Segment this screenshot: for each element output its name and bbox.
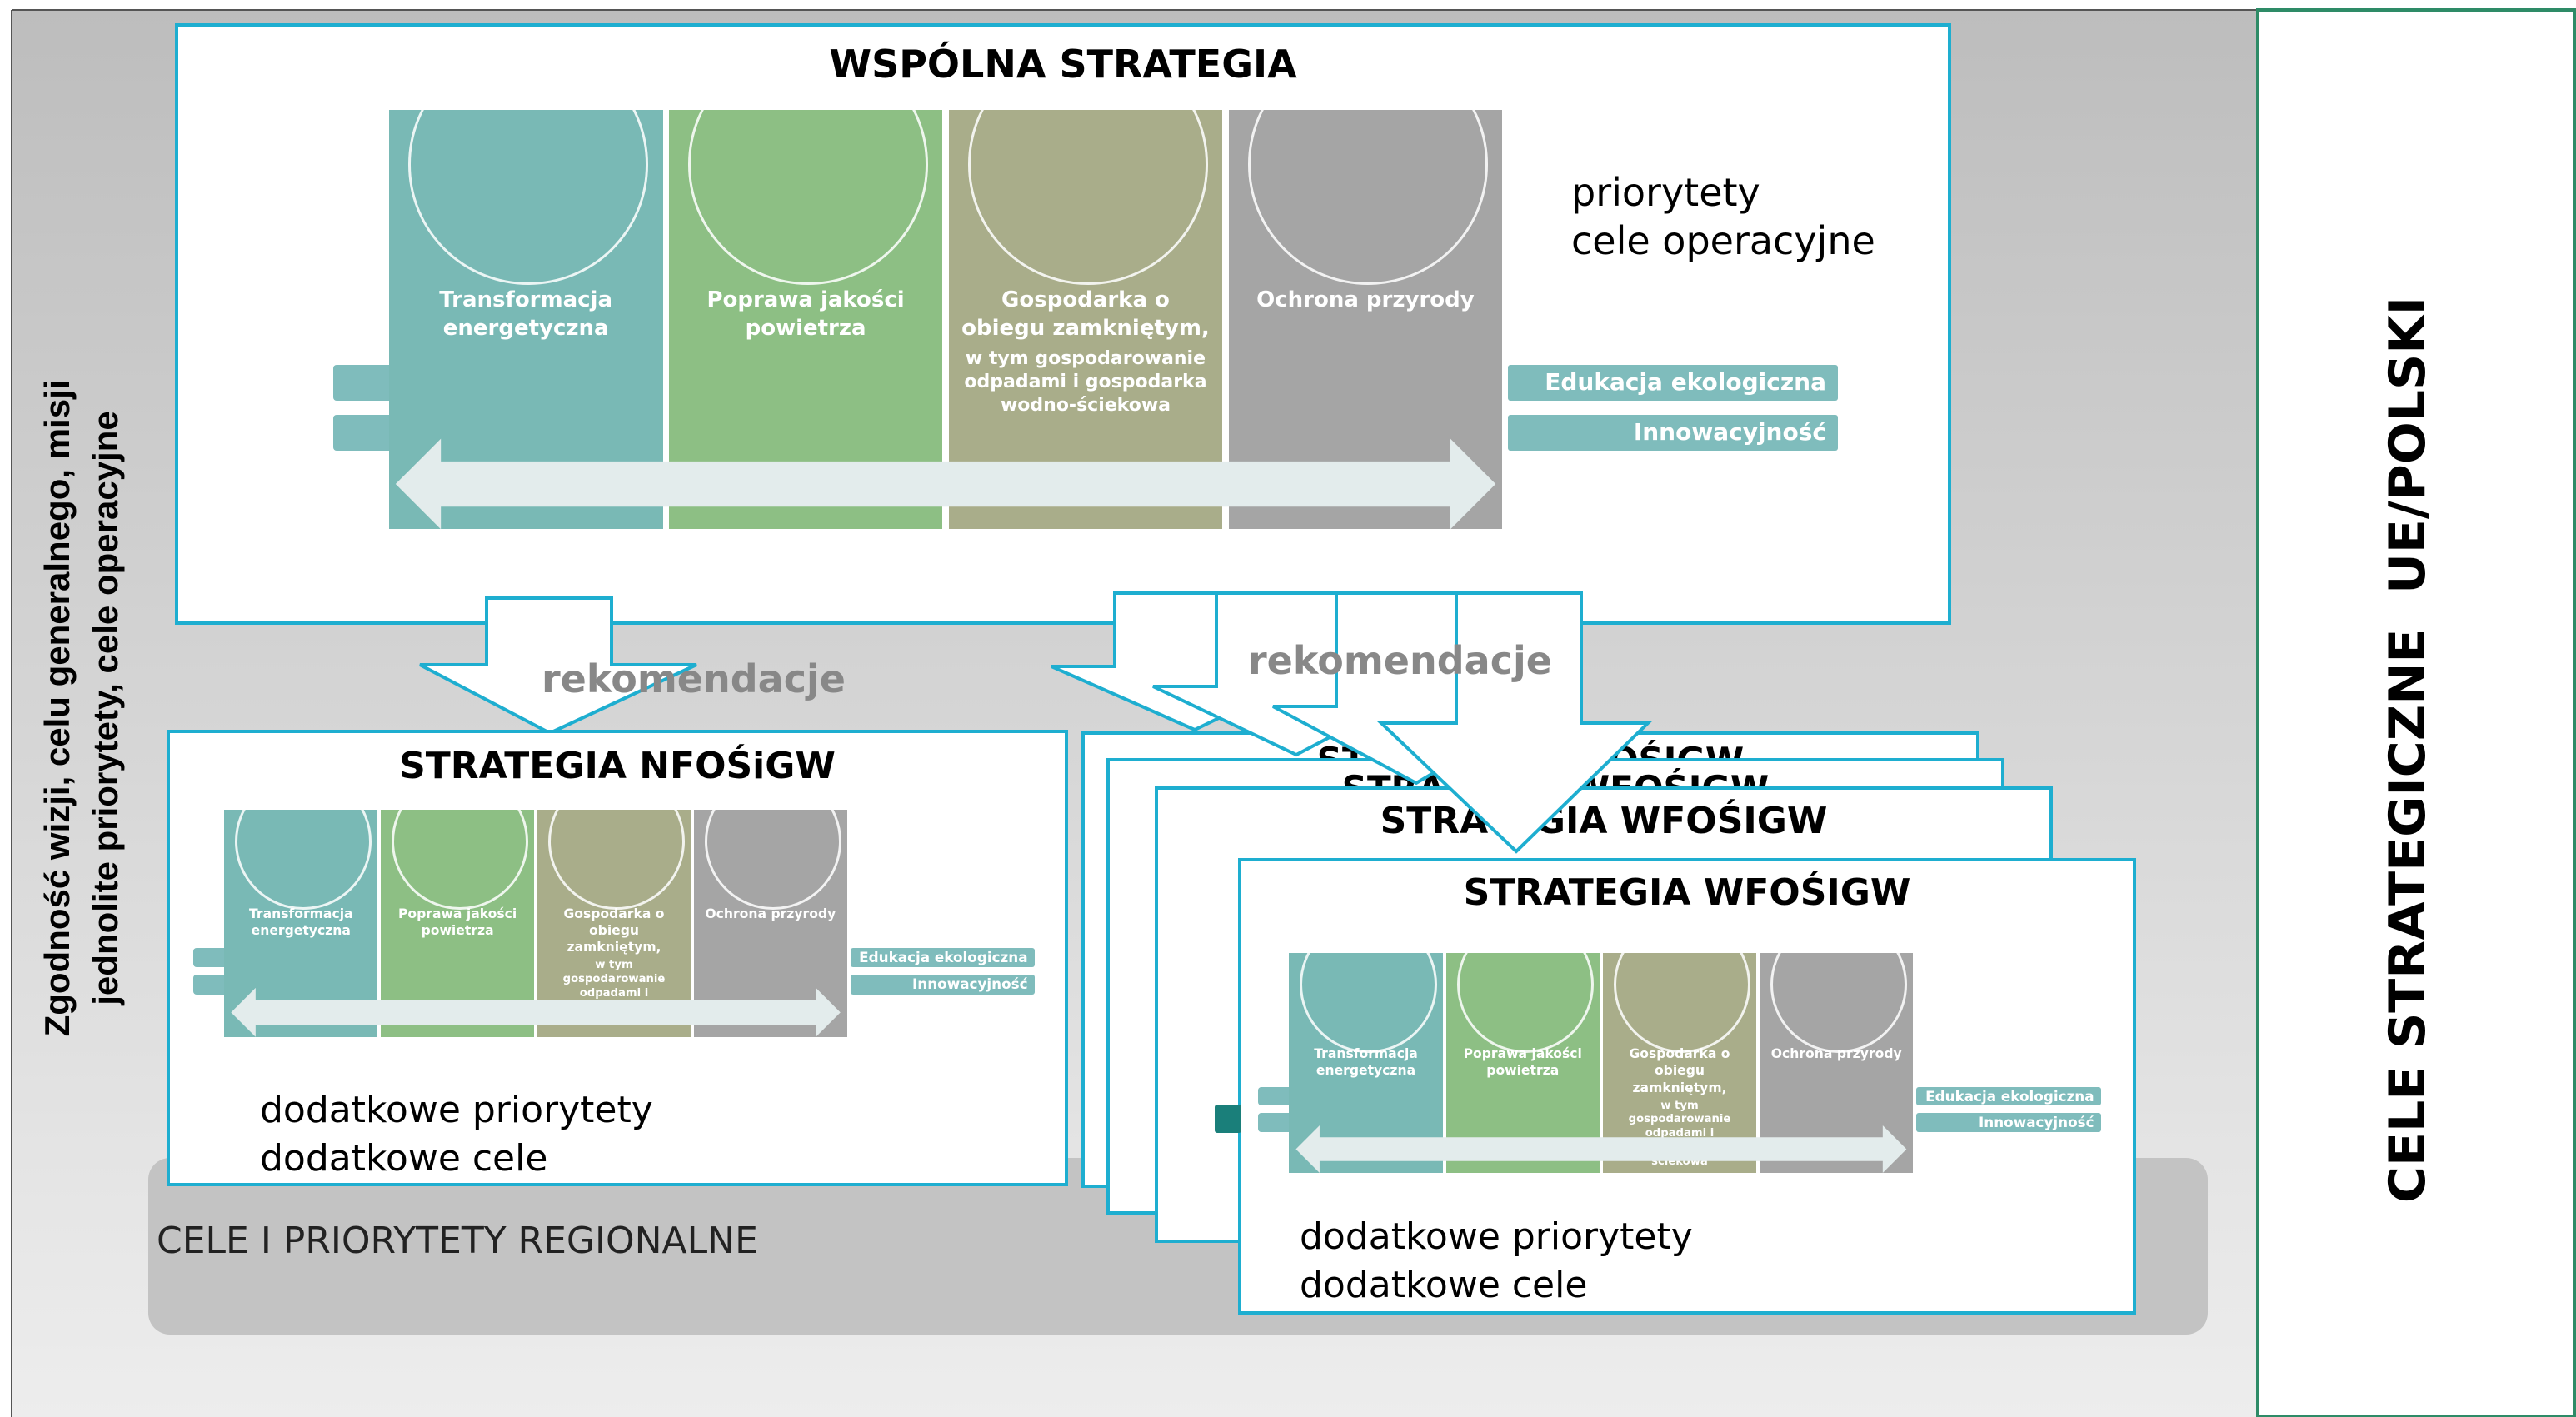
- pillar-name: Transformacja energetyczna: [1314, 1045, 1418, 1079]
- crosscut-stub-1: [193, 947, 232, 968]
- pillar-label: Transformacja energetyczna: [1289, 1045, 1442, 1080]
- pillar-name: Transformacja energetyczna: [248, 906, 353, 938]
- nfos-pillars-block: Transformacja energetyczna Poprawa jakośc…: [193, 810, 1035, 1068]
- pillar-name: Gospodarka o obiegu zamkniętym,: [961, 287, 1210, 342]
- common-strategy-note: priorytety cele operacyjne: [1571, 168, 1875, 265]
- arrow-to-wfos-4: [1376, 591, 1652, 854]
- nfos-add-goals: dodatkowe cele: [260, 1137, 548, 1180]
- pillar-1: Transformacja energetyczna: [388, 110, 663, 530]
- recommendation-label-right: rekomendacje: [1248, 638, 1552, 683]
- crosscut-stub-2: [333, 415, 396, 451]
- wfos-title-back-3: STRATEGIA WFOŚIGW: [1380, 800, 1828, 842]
- pillar-name: Gospodarka o obiegu zamkniętym,: [563, 906, 665, 955]
- crosscut-education: Edukacja ekologiczna: [850, 947, 1035, 968]
- common-strategy-title: WSPÓLNA STRATEGIA: [829, 42, 1297, 87]
- double-arrow-band: [231, 987, 841, 1037]
- crosscut-stub-1: [1258, 1086, 1296, 1105]
- note-priorities: priorytety: [1571, 170, 1760, 215]
- crosscut-education: Edukacja ekologiczna: [1508, 365, 1838, 401]
- note-operational-goals: cele operacyjne: [1571, 218, 1875, 263]
- crosscut-stub-1: [333, 365, 396, 401]
- pillar-label: Gospodarka o obiegu zamkniętym, w tym gos…: [949, 286, 1223, 417]
- crosscut-innovation: Innowacyjność: [1508, 415, 1838, 451]
- double-arrow: [1295, 1125, 1907, 1173]
- crosscut-innovation: Innowacyjność: [1916, 1113, 2101, 1132]
- pillar-label: Ochrona przyrody: [1760, 1045, 1913, 1062]
- pillar-label: Poprawa jakości powietrza: [381, 906, 534, 940]
- wfos-add-goals: dodatkowe cele: [1300, 1264, 1588, 1306]
- pillar-label: Ochrona przyrody: [694, 906, 847, 922]
- stacked-panel-marker: [1215, 1105, 1241, 1133]
- crosscut-stub-2: [193, 975, 232, 995]
- pillar-name: Gospodarka o obiegu zamkniętym,: [1629, 1045, 1730, 1095]
- pillar-name: Ochrona przyrody: [1770, 1045, 1902, 1061]
- pillar-2: Poprawa jakości powietrza: [668, 110, 943, 530]
- nfos-panel: STRATEGIA NFOŚiGW Transformacja energety…: [167, 730, 1068, 1186]
- pillar-subtitle: w tym gospodarowanie odpadami i gospodar…: [964, 348, 1207, 417]
- pillar-label: Poprawa jakości powietrza: [1446, 1045, 1600, 1080]
- nfos-add-priorities: dodatkowe priorytety: [260, 1089, 653, 1131]
- double-arrow-band: [395, 438, 1496, 530]
- wfos-add-priorities: dodatkowe priorytety: [1300, 1215, 1693, 1258]
- right-column: [2256, 8, 2576, 1417]
- regional-label: CELE I PRIORYTETY REGIONALNE: [157, 1220, 758, 1262]
- arrow-to-nfos: [419, 596, 697, 736]
- pillars-block: Transformacja energetyczna Poprawa jakośc…: [333, 110, 1838, 586]
- pillar-name: Poprawa jakości powietrza: [1463, 1045, 1582, 1079]
- wfos-panel-front: STRATEGIA WFOŚIGW Transformacja energety…: [1238, 858, 2136, 1315]
- pillar-label: Transformacja energetyczna: [389, 286, 663, 342]
- pillar-name: Ochrona przyrody: [1256, 287, 1475, 313]
- pillar-name: Transformacja energetyczna: [439, 287, 613, 342]
- pillar-2: Poprawa jakości powietrza: [381, 810, 535, 1037]
- pillar-name: Ochrona przyrody: [705, 906, 836, 921]
- nfos-additions: dodatkowe priorytety dodatkowe cele: [260, 1086, 653, 1183]
- pillar-3: Gospodarka o obiegu zamkniętym,w tym gos…: [1602, 953, 1757, 1173]
- pillar-2: Poprawa jakości powietrza: [1445, 953, 1600, 1173]
- pillar-3: Gospodarka o obiegu zamkniętym, w tym gos…: [948, 110, 1223, 530]
- pillar-label: Transformacja energetyczna: [224, 906, 377, 940]
- double-arrow: [231, 987, 841, 1037]
- crosscut-stub-2: [1258, 1113, 1296, 1132]
- wfos-additions: dodatkowe priorytety dodatkowe cele: [1300, 1213, 1693, 1310]
- pillar-label: Ochrona przyrody: [1229, 286, 1503, 314]
- wfos-pillars-block: Transformacja energetyczna Poprawa jakośc…: [1258, 953, 2101, 1203]
- crosscut-innovation: Innowacyjność: [850, 975, 1035, 995]
- wfos-title-front: STRATEGIA WFOŚIGW: [1463, 871, 1911, 914]
- pillar-label: Poprawa jakości powietrza: [669, 286, 943, 342]
- recommendation-label-left: rekomendacje: [542, 656, 846, 701]
- double-arrow: [395, 438, 1496, 530]
- nfos-title: STRATEGIA NFOŚiGW: [399, 745, 836, 787]
- common-strategy-panel: WSPÓLNA STRATEGIA Transformacja energety…: [175, 23, 1951, 625]
- pillar-name: Poprawa jakości powietrza: [706, 287, 905, 342]
- pillar-name: Poprawa jakości powietrza: [397, 906, 517, 938]
- pillar-3: Gospodarka o obiegu zamkniętym,w tym gos…: [537, 810, 691, 1037]
- double-arrow-band: [1295, 1125, 1907, 1173]
- crosscut-education: Edukacja ekologiczna: [1916, 1086, 2101, 1105]
